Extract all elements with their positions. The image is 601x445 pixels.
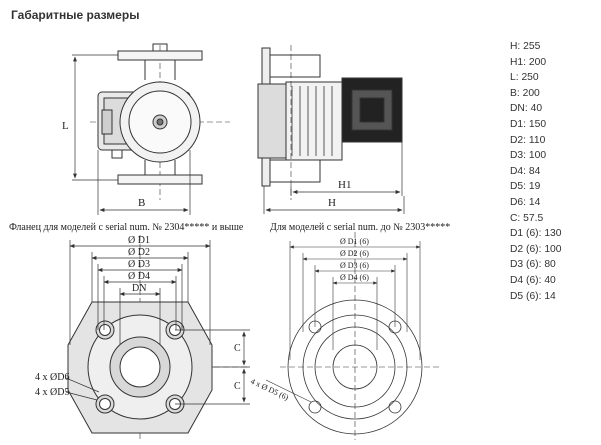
spec-d4-6: D4 (6): 40 — [510, 274, 556, 286]
label-r-d5: 4 x Ø D5 (6) — [249, 377, 290, 403]
spec-d5: D5: 19 — [510, 181, 541, 193]
spec-d6: D6: 14 — [510, 196, 541, 208]
spec-d2-6: D2 (6): 100 — [510, 243, 562, 255]
label-d3: Ø D3 — [128, 259, 150, 270]
label-d5: 4 x ØD5 — [35, 387, 69, 398]
flange-old-dimensions — [265, 241, 421, 403]
dimension-B — [97, 150, 191, 215]
caption-right: Для моделей с serial num. до № 2303***** — [270, 222, 451, 233]
pump-front-view — [90, 43, 230, 200]
label-dn: DN — [132, 283, 146, 294]
label-L: L — [62, 120, 69, 132]
label-c-top: C — [234, 343, 241, 354]
dimension-H1 — [290, 142, 403, 196]
label-r-d1: Ø D1 (6) — [340, 237, 369, 246]
label-d1: Ø D1 — [128, 235, 150, 246]
spec-d1: D1: 150 — [510, 118, 547, 130]
label-H: H — [328, 197, 336, 209]
page-title: Габаритные размеры — [11, 8, 140, 22]
dimension-L — [72, 54, 118, 181]
label-d4: Ø D4 — [128, 271, 150, 282]
spec-d1-6: D1 (6): 130 — [510, 228, 562, 240]
label-H1: H1 — [338, 179, 351, 191]
spec-h1: H1: 200 — [510, 56, 547, 68]
flange-old — [280, 232, 440, 440]
spec-dn: DN: 40 — [510, 103, 543, 115]
spec-list: H: 255 H1: 200 L: 250 B: 200 DN: 40 D1: … — [510, 39, 562, 304]
flange-new — [67, 235, 250, 440]
spec-d4: D4: 84 — [510, 165, 541, 177]
label-r-d2: Ø D2 (6) — [340, 249, 369, 258]
label-r-d3: Ø D3 (6) — [340, 261, 369, 270]
spec-d5-6: D5 (6): 14 — [510, 290, 556, 302]
spec-c: C: 57.5 — [510, 212, 544, 224]
label-B: B — [138, 197, 145, 209]
label-r-d4: Ø D4 (6) — [340, 273, 369, 282]
dimension-H — [263, 186, 405, 214]
spec-h: H: 255 — [510, 41, 541, 52]
spec-b: B: 200 — [510, 87, 540, 99]
flange-new-dimensions — [65, 240, 250, 405]
label-c-bottom: C — [234, 381, 241, 392]
spec-d2: D2: 110 — [510, 134, 546, 146]
caption-left: Фланец для моделей с serial num. № 2304*… — [9, 222, 244, 233]
pump-side-view — [257, 45, 403, 200]
label-d2: Ø D2 — [128, 247, 150, 258]
label-d6: 4 x ØD6 — [35, 372, 69, 383]
spec-d3-6: D3 (6): 80 — [510, 259, 556, 271]
spec-l: L: 250 — [510, 72, 539, 84]
spec-d3: D3: 100 — [510, 150, 547, 162]
